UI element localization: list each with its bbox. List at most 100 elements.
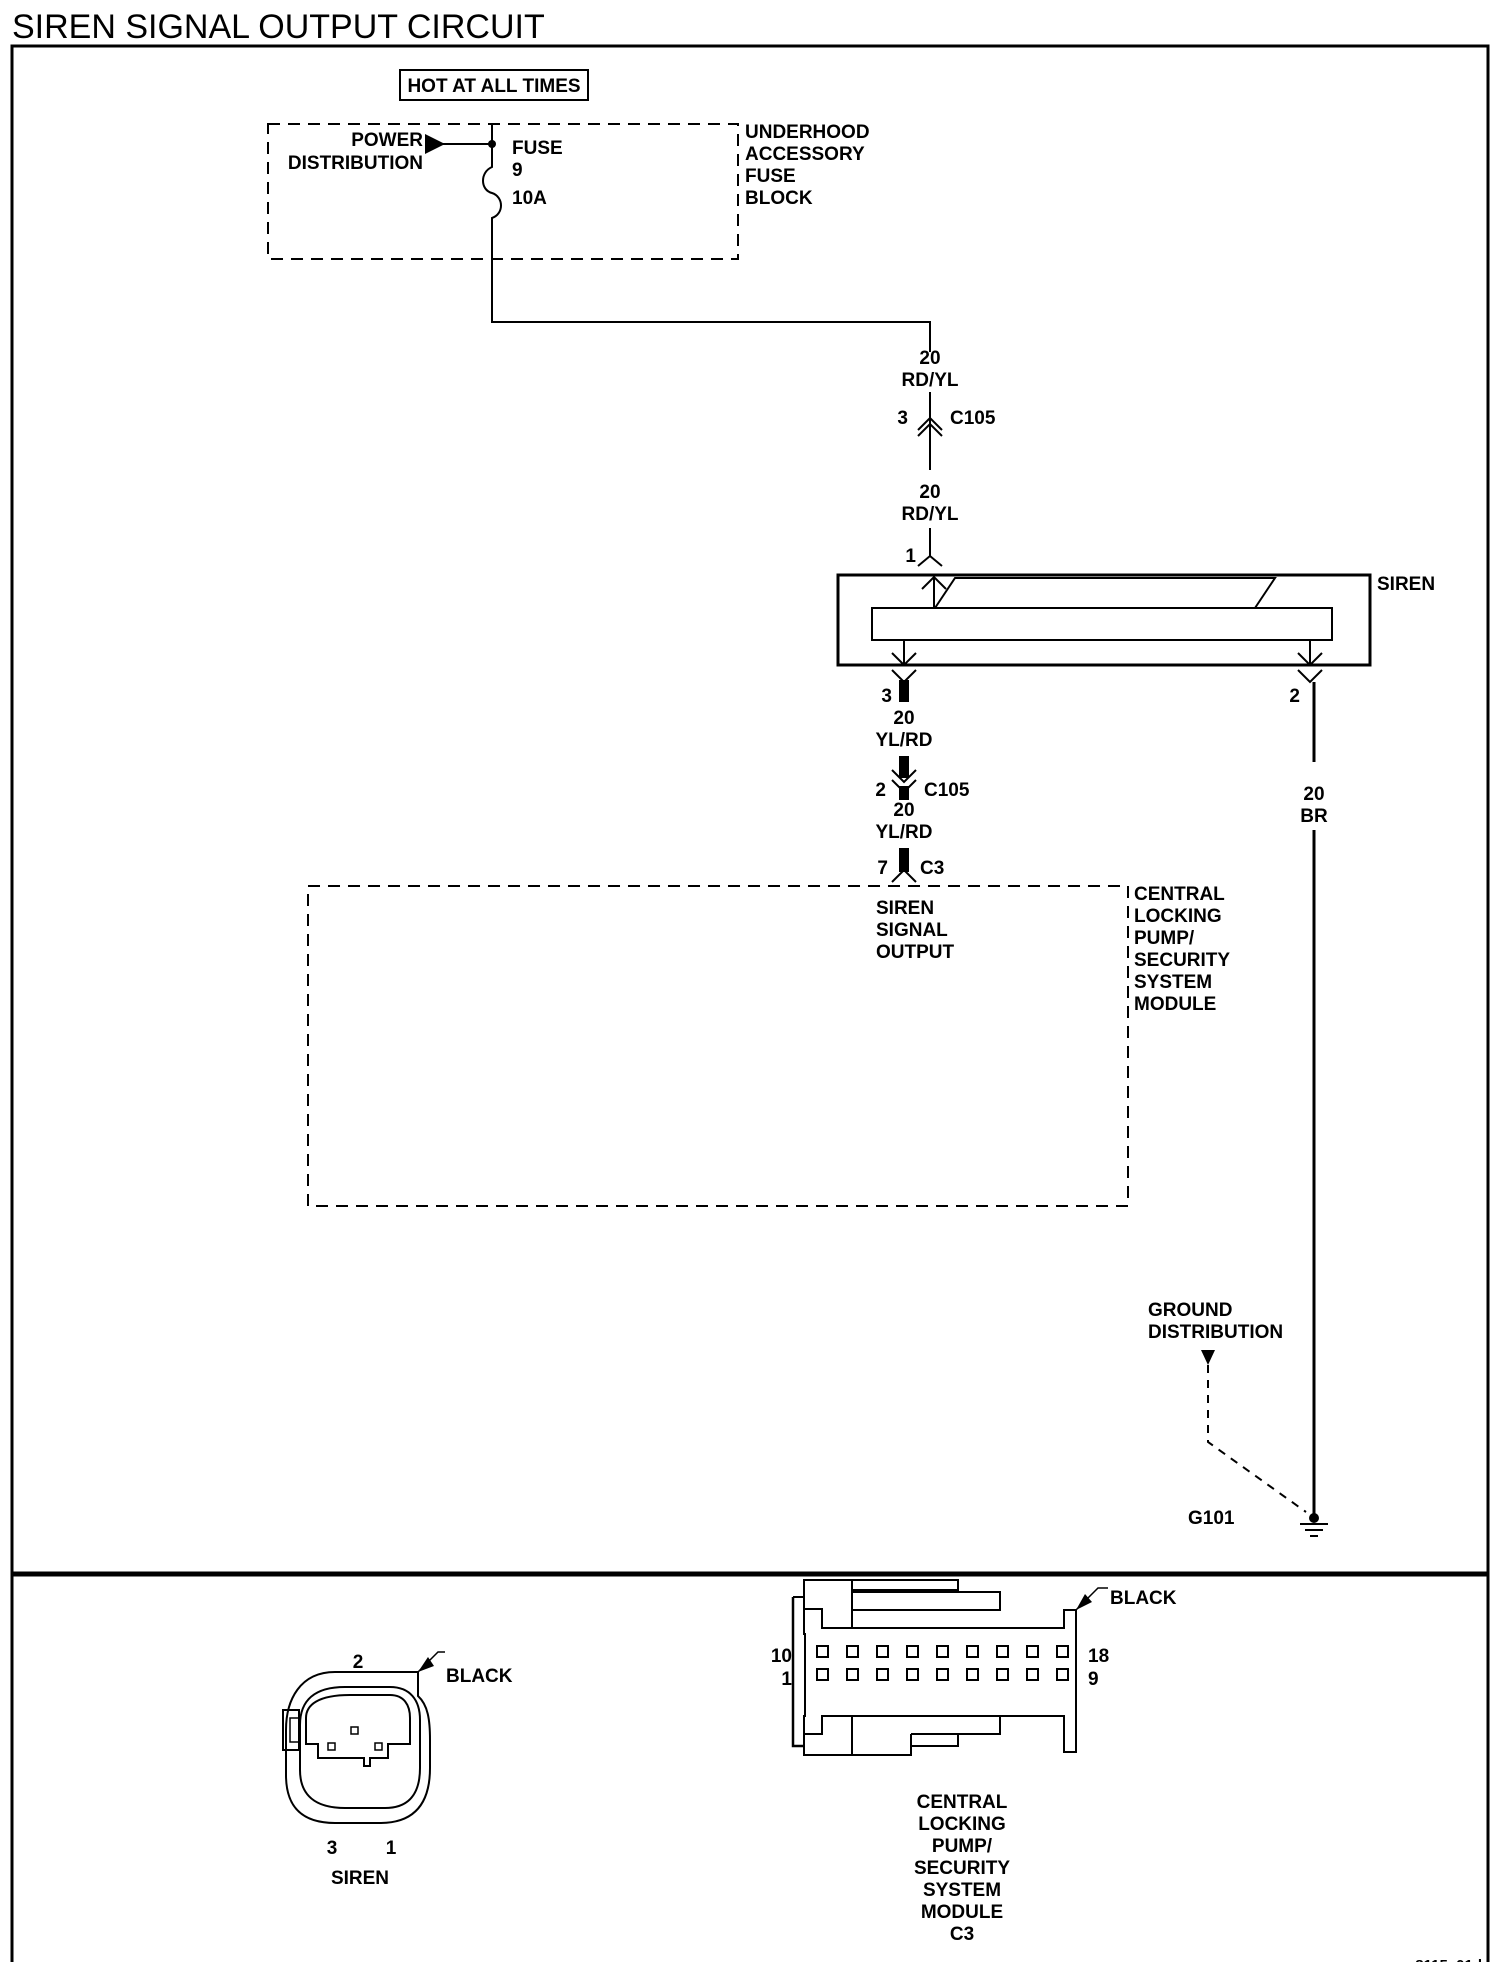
siren-color-arrowhead-icon (418, 1657, 434, 1672)
ground-name: G101 (1188, 1508, 1235, 1529)
ground-distribution-arrow-icon (1201, 1350, 1215, 1365)
c3-pin-cavity (966, 1645, 979, 1658)
wire-mid-color: RD/YL (902, 504, 959, 525)
wire-siren-out-color: YL/RD (876, 730, 933, 751)
siren-view-pin-left: 3 (327, 1838, 338, 1859)
wire-ground-color: BR (1300, 806, 1328, 827)
c3-view-row-top-left: 10 (771, 1646, 792, 1667)
hot-at-all-times-box: HOT AT ALL TIMES (399, 69, 589, 101)
fuse-block-name-1: UNDERHOOD (745, 122, 870, 143)
c3-view-name-5: SYSTEM (923, 1880, 1001, 1901)
c3-pin-cavity (876, 1645, 889, 1658)
siren-view-pin-top: 2 (353, 1652, 364, 1673)
siren-name: SIREN (1377, 574, 1435, 595)
c3-pin-cavity (816, 1668, 829, 1681)
module-name-2: LOCKING (1134, 906, 1222, 927)
module-signal-2: SIGNAL (876, 920, 948, 941)
c3-pin-cavity (996, 1645, 1009, 1658)
c3-name: C3 (920, 858, 944, 879)
siren-pin2-label: 2 (1289, 686, 1300, 707)
c3-pin-cavity (876, 1668, 889, 1681)
diagram-title: SIREN SIGNAL OUTPUT CIRCUIT (12, 8, 545, 46)
wire-top-gauge: 20 (919, 348, 940, 369)
c3-color-arrowhead-icon (1076, 1594, 1092, 1610)
siren-view-name: SIREN (331, 1868, 389, 1889)
siren-view-color: BLACK (446, 1666, 513, 1687)
module-name-3: PUMP/ (1134, 928, 1195, 949)
module-name-6: MODULE (1134, 994, 1216, 1015)
fuse-wire (482, 124, 931, 352)
ground-distribution-1: GROUND (1148, 1300, 1232, 1321)
c105-bottom-pin: 2 (875, 780, 886, 801)
wire-ground-gauge: 20 (1303, 784, 1324, 805)
ground-distribution-link (1207, 1365, 1307, 1513)
c3-pin-cavity (906, 1645, 919, 1658)
c3-view-name-4: SECURITY (914, 1858, 1010, 1879)
siren-pin2-connector-icon (1297, 669, 1323, 684)
c3-pin-cavity (846, 1668, 859, 1681)
module-name-1: CENTRAL (1134, 884, 1225, 905)
c3-pin-cavity (936, 1645, 949, 1658)
c3-view-name-3: PUMP/ (932, 1836, 993, 1857)
c3-terminal (899, 848, 909, 872)
c3-pin-cavity (936, 1668, 949, 1681)
ground-splice-dot (1309, 1513, 1319, 1523)
power-distribution-label-1: POWER (351, 130, 423, 151)
fuse-block-name-3: FUSE (745, 166, 796, 187)
c105-top-pin: 3 (897, 408, 908, 429)
fuse-number: 9 (512, 160, 523, 181)
siren-horn-icon (934, 577, 1277, 609)
c3-pin-cavity (1026, 1668, 1039, 1681)
hot-label: HOT AT ALL TIMES (407, 76, 580, 97)
siren-pin3-terminal (899, 680, 909, 702)
wire-mid-gauge: 20 (919, 482, 940, 503)
security-module-outline (307, 885, 1129, 1207)
c3-pin-grid (816, 1645, 1069, 1681)
fuse-block-outline (267, 123, 739, 260)
c3-pin-cavity (1026, 1645, 1039, 1658)
c105-top-name: C105 (950, 408, 996, 429)
c3-view-color: BLACK (1110, 1588, 1177, 1609)
c105-bottom-terminal-top (899, 756, 909, 778)
c3-pin-cavity (996, 1668, 1009, 1681)
c3-view-name-2: LOCKING (918, 1814, 1006, 1835)
fuse-block-name-4: BLOCK (745, 188, 813, 209)
outer-frame (10, 44, 1490, 1962)
module-name-5: SYSTEM (1134, 972, 1212, 993)
wire-siren-out-gauge: 20 (893, 708, 914, 729)
c105-bottom-terminal (899, 786, 909, 800)
c3-connector-icon (891, 868, 917, 883)
figure-id: 8115e01d (1415, 1957, 1482, 1962)
ground-distribution-2: DISTRIBUTION (1148, 1322, 1283, 1343)
power-distribution-label-2: DISTRIBUTION (288, 153, 423, 174)
siren-pin1-connector-icon (917, 554, 943, 567)
c3-view-name-6: MODULE (921, 1902, 1003, 1923)
module-signal-3: OUTPUT (876, 942, 955, 963)
siren-view-pin-right: 1 (386, 1838, 397, 1859)
c3-view-row-top-right: 18 (1088, 1646, 1109, 1667)
c3-pin-cavity (906, 1668, 919, 1681)
c3-connector-view (791, 1579, 1077, 1756)
wire-module-in-color: YL/RD (876, 822, 933, 843)
c3-view-name-7: C3 (950, 1924, 974, 1945)
c3-pin-cavity (816, 1645, 829, 1658)
wire-module-in-gauge: 20 (893, 800, 914, 821)
c3-pin: 7 (877, 858, 888, 879)
wire-top-color: RD/YL (902, 370, 959, 391)
siren-component (836, 573, 1372, 667)
siren-pin1-label: 1 (905, 546, 916, 567)
c3-view-row-bottom-right: 9 (1088, 1669, 1099, 1690)
c3-pin-cavity (1056, 1668, 1069, 1681)
c3-view-name-1: CENTRAL (917, 1792, 1008, 1813)
c105-bottom-name: C105 (924, 780, 970, 801)
siren-connector-view (282, 1671, 431, 1824)
c3-view-row-bottom-left: 1 (781, 1669, 792, 1690)
c3-pin-cavity (966, 1668, 979, 1681)
c105-connector-icon (917, 416, 943, 437)
fuse-block-name-2: ACCESSORY (745, 144, 865, 165)
ground-icon (1300, 1523, 1328, 1537)
siren-pin3-label: 3 (881, 686, 892, 707)
module-name-4: SECURITY (1134, 950, 1230, 971)
fuse-label: FUSE (512, 138, 563, 159)
